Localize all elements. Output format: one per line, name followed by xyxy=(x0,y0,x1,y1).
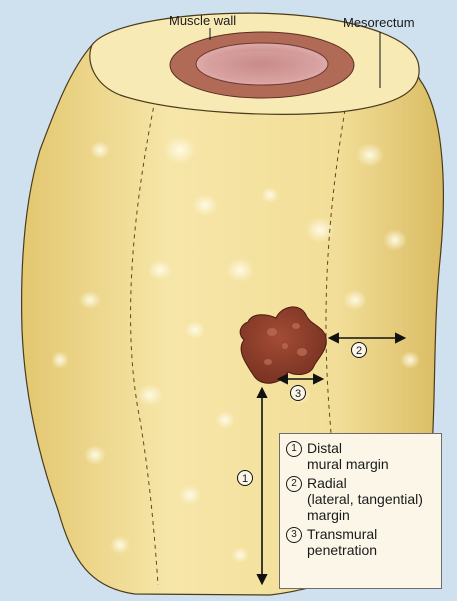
marker-1: 1 xyxy=(237,470,253,486)
svg-text:3: 3 xyxy=(295,388,301,400)
marker-3: 3 xyxy=(290,385,306,401)
legend-text: Transmural penetration xyxy=(307,526,378,558)
legend-number: 2 xyxy=(286,476,302,492)
legend-item-transmural-penetration: 3 Transmural penetration xyxy=(286,526,435,558)
tumor-nodules xyxy=(264,323,307,365)
legend-number: 3 xyxy=(286,527,302,543)
mesorectum-label: Mesorectum xyxy=(343,15,415,30)
legend-text: Radial (lateral, tangential) margin xyxy=(307,475,423,523)
seam-left xyxy=(130,99,159,586)
legend-box: 1 Distal mural margin 2 Radial (lateral,… xyxy=(279,433,442,589)
legend-item-distal-margin: 1 Distal mural margin xyxy=(286,440,435,472)
legend-number: 1 xyxy=(286,441,302,457)
svg-text:2: 2 xyxy=(356,345,362,357)
svg-text:1: 1 xyxy=(242,473,248,485)
legend-text: Distal mural margin xyxy=(307,440,389,472)
seam-right xyxy=(324,109,346,586)
legend-item-radial-margin: 2 Radial (lateral, tangential) margin xyxy=(286,475,435,523)
marker-2: 2 xyxy=(351,342,367,358)
muscle-wall-label: Muscle wall xyxy=(169,13,236,28)
